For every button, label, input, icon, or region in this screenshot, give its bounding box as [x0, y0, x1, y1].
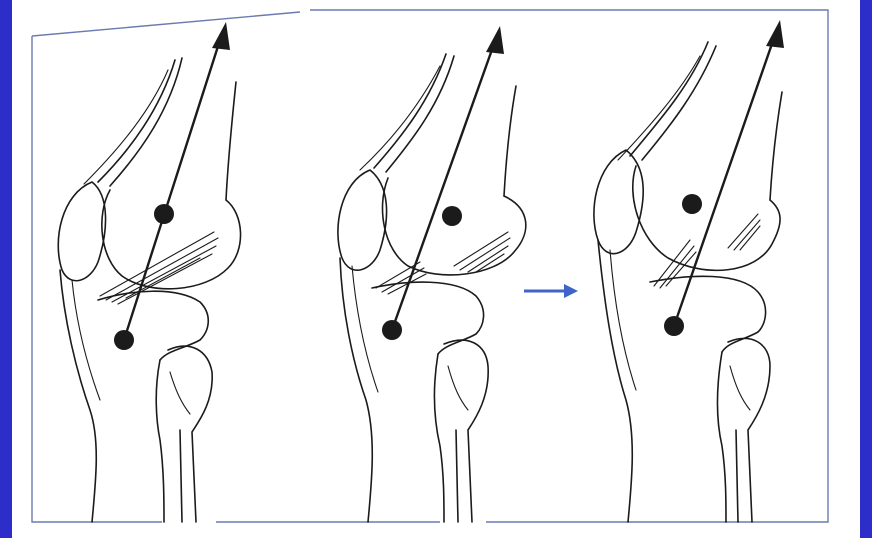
femur-center-dot	[442, 206, 462, 226]
femur-center-dot	[682, 194, 702, 214]
force-arrowhead-2	[486, 26, 504, 54]
force-arrowhead-3	[766, 20, 784, 48]
figure-frame	[32, 10, 828, 522]
force-arrowhead-1	[212, 22, 230, 50]
right-arrow-icon	[524, 284, 578, 298]
knee-sketch-3	[594, 20, 784, 522]
knee-sketch-1	[58, 22, 240, 522]
knee-sketch-2	[338, 26, 526, 522]
